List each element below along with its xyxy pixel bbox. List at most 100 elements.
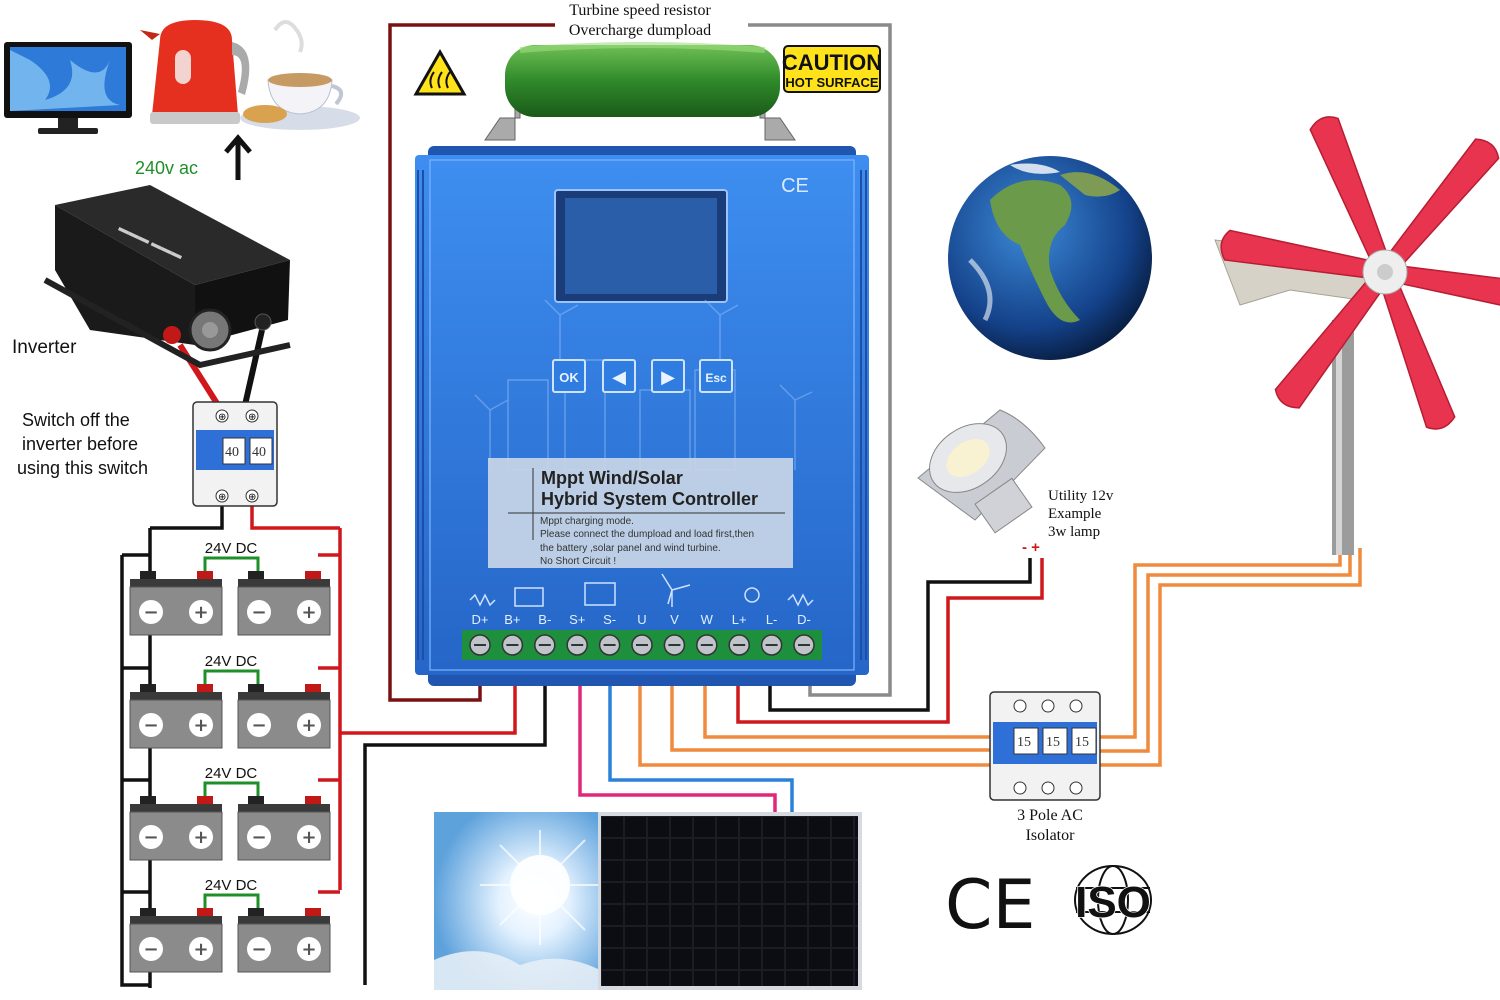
- right-button[interactable]: [651, 359, 685, 393]
- switch-note-line3: using this switch: [17, 458, 148, 478]
- controller-title-line1: Mppt Wind/Solar: [541, 468, 683, 488]
- terminal-label: L-: [766, 612, 778, 627]
- pos-taps: [318, 553, 340, 894]
- ac-isolator-label-line2: Isolator: [1026, 827, 1076, 844]
- series-link-wire: [203, 893, 260, 912]
- ce-cert-logo: CE: [945, 866, 1035, 945]
- battery-icon: [514, 587, 544, 607]
- dumpload-resistor: [484, 42, 796, 141]
- battery-negative-symbol: −: [251, 827, 266, 848]
- dc-breaker-rating-2: 40: [252, 445, 266, 460]
- battery-bank: 24V DC −+−+: [129, 877, 331, 973]
- turbine-wire-2: [1100, 548, 1352, 753]
- phase-v-wire: [670, 684, 992, 752]
- battery-positive-symbol: +: [193, 715, 208, 736]
- terminal-label: D+: [472, 612, 489, 627]
- battery-positive-symbol: +: [301, 827, 316, 848]
- battery-bank: 24V DC−+−+: [129, 765, 331, 861]
- battery-right: −+: [237, 908, 331, 973]
- battery-left: −+: [129, 571, 223, 636]
- turbine-blade: [1376, 268, 1456, 430]
- dc-breaker[interactable]: ⊕ ⊕ 40 40 ⊕ ⊕: [192, 401, 278, 507]
- svg-text:⊕: ⊕: [218, 412, 226, 423]
- battery-left: −+: [129, 684, 223, 749]
- left-button[interactable]: [602, 359, 636, 393]
- terminal-label: D-: [797, 612, 811, 627]
- battery-negative-symbol: −: [251, 602, 266, 623]
- turbine-blade: [1382, 263, 1500, 315]
- wind-turbine-icon: [661, 573, 691, 607]
- left-button-label: ◀: [612, 367, 626, 388]
- terminal-label: W: [701, 612, 714, 627]
- solar-panel: [434, 812, 862, 990]
- battery-positive-symbol: +: [193, 827, 208, 848]
- svg-text:⊕: ⊕: [248, 412, 256, 423]
- terminal-label: S+: [569, 612, 585, 627]
- series-link-wire: [203, 669, 260, 688]
- battery-negative-symbol: −: [143, 827, 158, 848]
- controller-title-line2: Hybrid System Controller: [541, 489, 758, 509]
- battery-return-wire: [120, 555, 150, 987]
- esc-button[interactable]: [699, 359, 733, 393]
- inverter-black-lead: [242, 329, 265, 406]
- iso-globe-icon: [1074, 865, 1152, 935]
- solar-cells: [601, 816, 858, 986]
- sun-icon: [510, 855, 570, 915]
- battery-positive-symbol: +: [193, 939, 208, 960]
- turbine-wire-3: [1100, 548, 1362, 767]
- up-arrow-icon: [224, 134, 252, 180]
- battery-right: −+: [237, 796, 331, 861]
- solar-positive-wire: [578, 684, 777, 815]
- ok-button[interactable]: [552, 359, 586, 393]
- neg-taps: [122, 553, 150, 894]
- controller-note-1: Mppt charging mode.: [540, 516, 634, 527]
- resistor-icon: [469, 593, 496, 607]
- lamp-label-line2: Example: [1048, 506, 1102, 522]
- inverter-positive-terminal: [163, 326, 181, 344]
- wires: [120, 23, 1362, 988]
- battery-bank-voltage: 24V DC: [205, 540, 258, 557]
- controller-note-4: No Short Circuit !: [540, 556, 616, 567]
- battery-bank-voltage: 24V DC: [205, 653, 258, 670]
- battery-bank: 24V DC−+−+: [129, 653, 331, 749]
- switch-note-line1: Switch off the: [22, 410, 130, 430]
- tv-icon: [4, 42, 132, 134]
- battery-positive-symbol: +: [301, 939, 316, 960]
- terminal-label: L+: [732, 612, 747, 627]
- battery-bank-voltage: 24V DC: [205, 765, 258, 782]
- inverter-device: ▬▬▬ ▬▬▬: [43, 185, 291, 369]
- terminal-label: S-: [603, 612, 616, 627]
- battery-positive-symbol: +: [193, 602, 208, 623]
- ac-isolator[interactable]: 15 15 15: [989, 691, 1101, 801]
- lamp-label-line1: Utility 12v: [1048, 488, 1114, 504]
- battery-negative-symbol: −: [251, 715, 266, 736]
- ok-button-label: OK: [559, 370, 579, 385]
- right-button-label: ▶: [661, 367, 675, 388]
- battery-positive-symbol: +: [301, 715, 316, 736]
- ac-output-label: 240v ac: [135, 158, 198, 178]
- battery-bank: 24V DC−+−+: [129, 540, 331, 636]
- battery-bank-voltage: 24V DC: [205, 877, 258, 894]
- battery-negative-symbol: −: [143, 602, 158, 623]
- ac-isolator-label-line1: 3 Pole AC: [1017, 807, 1083, 824]
- battery-left: −+: [129, 908, 223, 973]
- lamp-polarity: - +: [1022, 539, 1040, 556]
- load-negative-wire: [768, 558, 1032, 712]
- svg-text:⊕: ⊕: [218, 492, 226, 503]
- control-buttons: OK ◀ ▶ Esc: [552, 359, 733, 393]
- turbine-blade: [1377, 138, 1500, 279]
- resistor-label-line2: Overcharge dumpload: [569, 22, 711, 39]
- caution-line1: CAUTION: [782, 50, 882, 75]
- phase-w-wire: [703, 684, 992, 739]
- battery-banks: 24V DC−+−+24V DC−+−+24V DC−+−+24V DC−+−+: [129, 540, 331, 973]
- turbine-blade: [1220, 229, 1388, 281]
- breaker-to-bus-black: [150, 505, 224, 530]
- lamp-icon: [744, 587, 760, 603]
- solar-negative-wire: [608, 684, 794, 815]
- battery-negative-symbol: −: [143, 715, 158, 736]
- controller-note-2: Please connect the dumpload and load fir…: [540, 529, 754, 540]
- ac-isolator-rating-3: 15: [1075, 735, 1089, 750]
- dumpload-wire-right: [748, 23, 892, 697]
